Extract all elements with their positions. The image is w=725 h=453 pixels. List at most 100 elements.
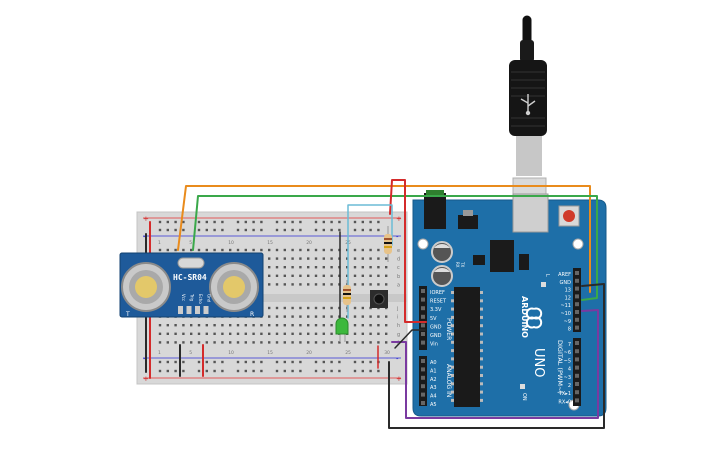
reset-button[interactable] (563, 210, 575, 222)
hole (182, 369, 185, 373)
sensor-pin (203, 306, 209, 314)
hole (291, 266, 294, 269)
arduino-brand: ARDUINO (520, 296, 529, 338)
hole (377, 228, 380, 232)
hole (314, 220, 318, 224)
hole (361, 324, 364, 327)
hole (244, 220, 247, 224)
pin-label: TX▸1 (558, 391, 571, 397)
pin-label: A1 (430, 368, 437, 374)
hole (275, 248, 279, 252)
chip-leg (480, 324, 483, 328)
hole (268, 315, 271, 318)
hole (260, 324, 263, 327)
header-pin (575, 341, 579, 345)
pin-label: A4 (430, 394, 437, 400)
hole (268, 283, 271, 286)
hole (330, 360, 333, 364)
hole (377, 248, 380, 252)
column-label: 5 (189, 350, 192, 356)
rail-plus-label-tr: + (396, 215, 402, 223)
hole (205, 324, 208, 327)
hole (353, 248, 357, 252)
chip-leg (451, 340, 454, 344)
atmega-chip (454, 287, 480, 407)
column-label: 20 (306, 240, 312, 246)
hole (260, 220, 263, 224)
hole (346, 341, 349, 344)
hole (299, 220, 302, 224)
hole (182, 324, 185, 327)
hole (174, 248, 177, 252)
hole (369, 369, 372, 373)
chip-leg (480, 382, 483, 386)
hole (166, 369, 169, 373)
hole (182, 332, 185, 335)
hole (322, 220, 325, 224)
hole (205, 369, 208, 373)
hole (260, 369, 263, 373)
hole (314, 360, 318, 364)
hole (314, 369, 318, 373)
rail-plus-label-tl: + (143, 215, 149, 223)
hole (244, 248, 247, 252)
wire-red-top (389, 179, 427, 323)
row-label: b (397, 274, 400, 280)
analog-header-label: ANALOG IN (445, 364, 452, 397)
header-pin (421, 340, 425, 345)
hole (158, 341, 162, 344)
hole (314, 283, 318, 286)
hole (330, 341, 333, 344)
hole (221, 228, 224, 232)
hole (299, 306, 302, 310)
hole (291, 315, 294, 318)
hole (268, 332, 271, 335)
hole (291, 228, 294, 232)
push-button[interactable] (370, 290, 388, 308)
header-pin (421, 297, 425, 302)
pin-label: 8 (568, 327, 571, 333)
hole (346, 266, 349, 269)
hole (260, 360, 263, 364)
hole (353, 257, 357, 260)
on-led-label: ON (521, 393, 527, 401)
hole (369, 341, 372, 344)
hole (299, 248, 302, 252)
hole (174, 228, 177, 232)
wire-purple (391, 309, 599, 419)
hole (369, 283, 372, 286)
hole (221, 248, 224, 252)
hole (190, 341, 193, 344)
hole (338, 228, 341, 232)
chip-leg (480, 398, 483, 402)
header-pin (575, 302, 579, 307)
hole (307, 283, 310, 286)
hole (275, 228, 279, 232)
hole (346, 248, 349, 252)
hole (283, 332, 286, 335)
pin-label: ~11 (560, 303, 571, 309)
hole (353, 283, 357, 286)
hole (291, 332, 294, 335)
hole (369, 228, 372, 232)
hole (213, 324, 216, 327)
hole (330, 324, 333, 327)
hole (361, 274, 364, 277)
header-pin (575, 390, 579, 395)
hole (385, 315, 388, 318)
hole (291, 283, 294, 286)
hole (190, 248, 193, 252)
hole (190, 332, 193, 335)
hole (174, 324, 177, 327)
hole (268, 324, 271, 327)
hole (268, 274, 271, 277)
hole (346, 274, 349, 277)
hole (353, 369, 357, 373)
hole (283, 306, 286, 310)
hole (275, 341, 279, 344)
hole (330, 315, 333, 318)
hole (361, 341, 364, 344)
